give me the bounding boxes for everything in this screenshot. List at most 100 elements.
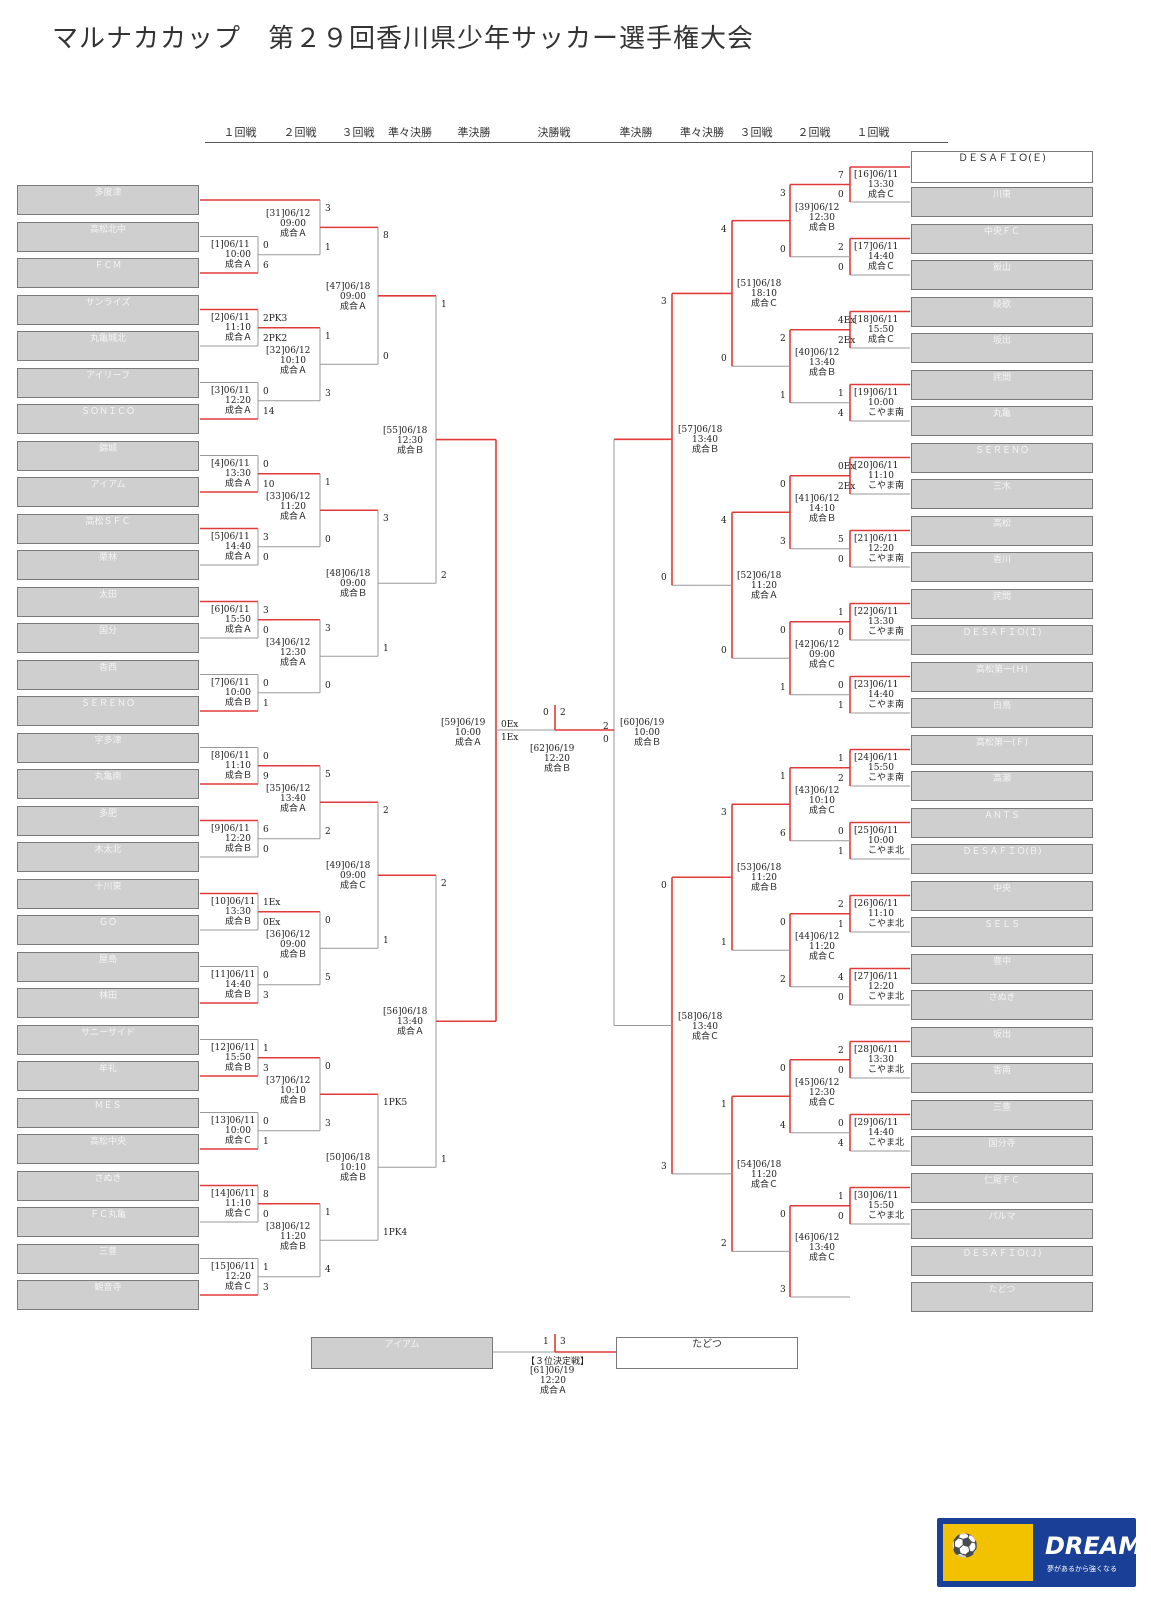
score: 0 [263, 240, 269, 251]
score: 4 [325, 1264, 331, 1275]
score: 1 [838, 701, 844, 711]
score: 1 [325, 1207, 331, 1218]
team-box-left: 高松ＳＦＣ [17, 513, 199, 544]
score: 1 [838, 1191, 844, 1202]
round-header-right: ３回戦 [739, 126, 773, 139]
team-box-left: 屋島 [17, 951, 199, 982]
team-box-right: さぬき [911, 990, 1093, 1020]
round-header-final: 決勝戦 [537, 126, 571, 139]
team-box-left: 高松中央 [17, 1134, 199, 1164]
score: 1 [838, 607, 844, 618]
score: 1 [263, 1043, 269, 1054]
team-box-right: 高松第一(Ｈ) [911, 661, 1093, 692]
score: 3 [263, 605, 269, 616]
team-box-left: ＦＣＭ [17, 258, 199, 288]
score: 0 [838, 1066, 844, 1076]
round-header-left: 準々決勝 [388, 126, 432, 139]
score: 0 [263, 459, 269, 470]
team-box-right: 中央ＦＣ [911, 223, 1093, 254]
team-box-right: 坂出 [911, 333, 1093, 363]
team-box-right: 高瀬 [911, 771, 1093, 801]
third-place-team-left: アイアム [311, 1337, 493, 1369]
team-box-right: パルマ [911, 1209, 1093, 1239]
score: 3 [325, 1118, 331, 1129]
score: 1 [263, 1262, 269, 1273]
team-box-left: 宇多津 [17, 732, 199, 763]
team-box-right: 中央 [911, 880, 1093, 911]
team-box-left: ＧＯ [17, 915, 199, 945]
score: 4 [838, 972, 844, 983]
team-box-left: 観音寺 [17, 1280, 199, 1310]
final-score: 0 [543, 708, 549, 718]
score: 4 [838, 1139, 844, 1149]
team-box-left: 錦城 [17, 440, 199, 471]
score: 1 [263, 1137, 269, 1147]
score: 0 [325, 680, 331, 691]
team-box-left: アイリーフ [17, 367, 199, 398]
score: 7 [838, 171, 844, 181]
team-box-right: ＡＮＴＳ [911, 807, 1093, 838]
score: 5 [325, 769, 331, 780]
score: 1Ex [263, 897, 281, 908]
score: 0 [780, 1209, 786, 1220]
round-header-left: ３回戦 [341, 126, 375, 139]
dream-logo-text: DREAM [1045, 1532, 1143, 1560]
score: 9 [263, 772, 269, 782]
score: 3 [325, 388, 331, 399]
score: 2 [721, 1239, 727, 1250]
score: 1 [441, 1155, 447, 1166]
round-header-right: 準決勝 [619, 126, 653, 139]
team-box-left: 多度津 [17, 185, 199, 215]
score: 3 [325, 623, 331, 634]
third-place-label: 【３位決定戦】 [526, 1357, 590, 1367]
team-box-left: 太田 [17, 586, 199, 617]
score: 0 [780, 1063, 786, 1074]
team-box-right: 詫間 [911, 588, 1093, 619]
score: 2 [780, 333, 786, 344]
third-score: 1 [543, 1337, 549, 1347]
score: 0 [263, 1116, 269, 1127]
score: 0 [263, 626, 269, 636]
mascot-icon: ⚽ [943, 1524, 1033, 1581]
score: 0 [661, 573, 667, 584]
score: 5 [838, 534, 844, 545]
score: 3 [383, 514, 389, 525]
score: 4 [838, 409, 844, 419]
score: 10 [263, 480, 275, 490]
score: 1PK5 [383, 1098, 408, 1109]
team-box-left: 林田 [17, 988, 199, 1018]
score: 0 [263, 751, 269, 762]
score: 3 [263, 532, 269, 543]
score: 3 [661, 297, 667, 308]
score: 0 [721, 354, 727, 365]
round-header-left: １回戦 [223, 126, 257, 139]
team-box-left: アイアム [17, 477, 199, 507]
score: 3 [721, 808, 727, 819]
team-box-left: ＦＣ丸亀 [17, 1207, 199, 1237]
team-box-right: 川東 [911, 187, 1093, 217]
score: 0 [325, 534, 331, 545]
score: 2 [441, 879, 447, 890]
team-box-left: 三豊 [17, 1243, 199, 1274]
team-box-left: ＳＥＲＥＮＯ [17, 696, 199, 726]
